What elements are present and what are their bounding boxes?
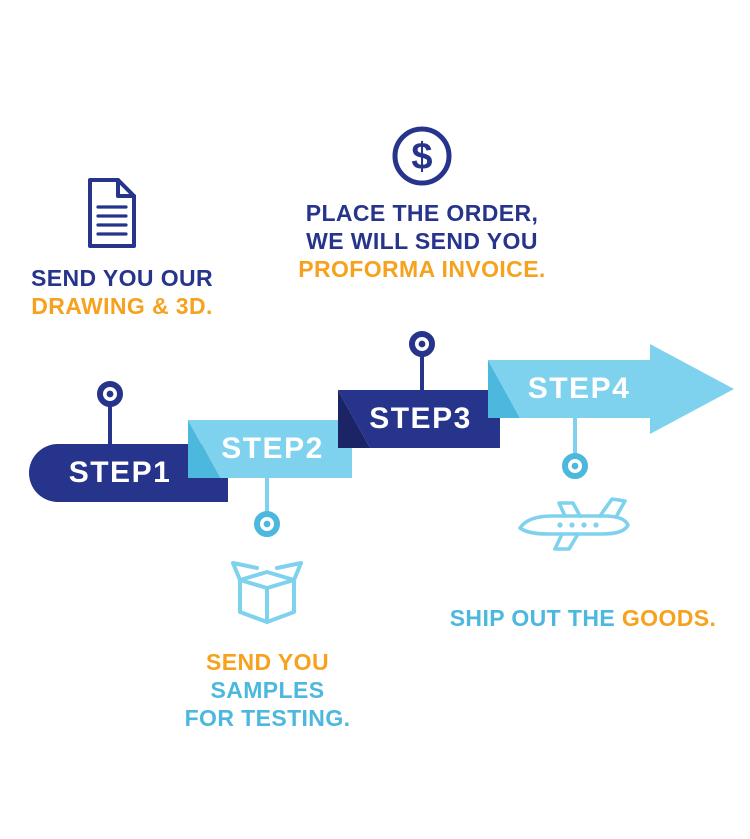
step3-band — [338, 390, 500, 448]
caption-line: SHIP OUT THE GOODS. — [448, 604, 718, 632]
step3-caption: PLACE THE ORDER, WE WILL SEND YOU PROFOR… — [297, 199, 547, 283]
caption-segment: PLACE THE ORDER, — [305, 200, 539, 226]
caption-segment: SAMPLES — [210, 677, 325, 703]
step2-node-icon — [254, 511, 280, 537]
step2-label: STEP2 — [221, 432, 324, 465]
step3-label: STEP3 — [369, 402, 472, 435]
dollar-coin-icon: $ — [392, 126, 452, 186]
step3-node-icon — [409, 331, 435, 357]
caption-line: SEND YOU OUR — [22, 264, 222, 292]
step2-band — [188, 420, 352, 478]
caption-segment: PROFORMA INVOICE. — [298, 256, 546, 282]
caption-line: PROFORMA INVOICE. — [297, 255, 547, 283]
document-icon — [88, 178, 136, 248]
caption-segment: DRAWING & 3D. — [31, 293, 213, 319]
step1-caption: SEND YOU OUR DRAWING & 3D. — [22, 264, 222, 320]
arrow-head — [650, 344, 734, 434]
dollar-glyph: $ — [411, 136, 432, 178]
step4-band — [488, 344, 734, 434]
step1-band — [29, 444, 228, 502]
caption-line: SEND YOU SAMPLES — [150, 648, 385, 704]
caption-line: FOR TESTING. — [150, 704, 385, 732]
caption-segment: GOODS. — [621, 605, 717, 631]
caption-line: WE WILL SEND YOU — [297, 227, 547, 255]
step1-node-icon — [97, 381, 123, 407]
step1-label: STEP1 — [68, 456, 172, 489]
step2-caption: SEND YOU SAMPLES FOR TESTING. — [150, 648, 385, 732]
step4-caption: SHIP OUT THE GOODS. — [448, 604, 718, 632]
caption-segment: WE WILL SEND YOU — [306, 228, 538, 254]
caption-line: DRAWING & 3D. — [22, 292, 222, 320]
caption-segment: SEND YOU — [206, 649, 329, 675]
step4-node-icon — [562, 453, 588, 479]
caption-segment: FOR TESTING. — [184, 705, 351, 731]
airplane-icon — [518, 497, 630, 551]
step4-label: STEP4 — [527, 372, 631, 405]
caption-segment: SEND YOU OUR — [30, 265, 214, 291]
package-box-icon — [231, 561, 303, 624]
caption-segment: SHIP OUT THE — [449, 605, 622, 631]
caption-line: PLACE THE ORDER, — [297, 199, 547, 227]
